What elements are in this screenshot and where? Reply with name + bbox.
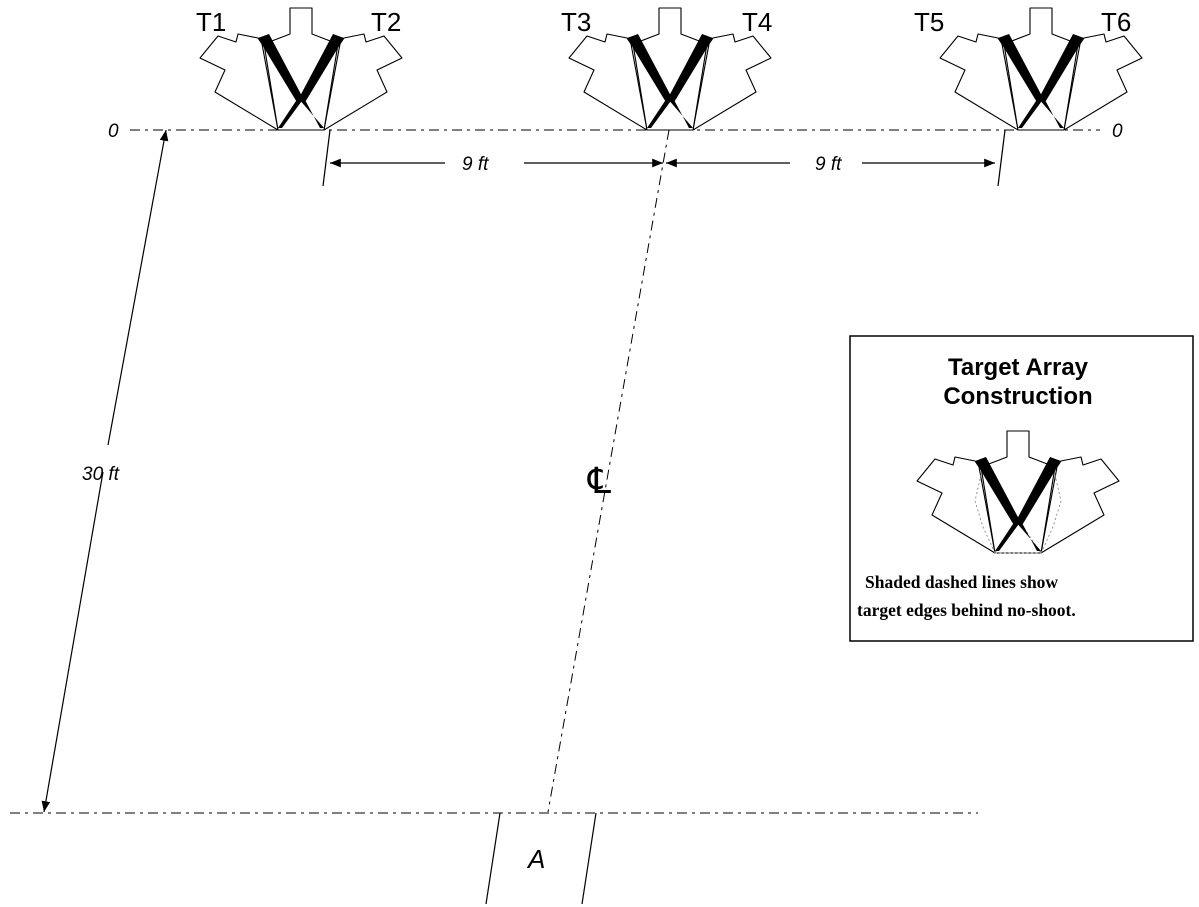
legend-box: Target Array Construction Shaded dashed … [849, 335, 1194, 642]
legend-note-line2: target edges behind no-shoot. [857, 600, 1076, 620]
target-array-t3-t4 [569, 8, 771, 130]
centerline [547, 129, 670, 813]
baseline-right-label: 0 [1112, 121, 1123, 142]
legend-note-line1: Shaded dashed lines show [865, 572, 1058, 592]
target-label-t4: T4 [742, 7, 772, 37]
target-label-t6: T6 [1101, 7, 1131, 37]
spacing-tick-right [997, 129, 1006, 187]
shooting-area-box [485, 812, 597, 905]
legend-title-line2: Construction [943, 383, 1092, 410]
spacing-tick-left [322, 129, 331, 187]
target-label-t3: T3 [561, 7, 591, 37]
legend-title-line1: Target Array [948, 354, 1089, 381]
spacing-label-right: 9 ft [815, 154, 842, 175]
distance-dim-lower [41, 471, 104, 813]
distance-dim-upper [107, 129, 169, 446]
centerline-symbol: ℄ [587, 461, 611, 502]
target-label-t1: T1 [196, 7, 226, 37]
legend-target-illustration [916, 430, 1120, 554]
spacing-label-left: 9 ft [462, 154, 489, 175]
distance-label: 30 ft [82, 464, 120, 485]
target-label-t5: T5 [914, 7, 944, 37]
target-label-t2: T2 [371, 7, 401, 37]
baseline-left-label: 0 [108, 121, 119, 142]
shooting-area-label: A [526, 844, 545, 874]
